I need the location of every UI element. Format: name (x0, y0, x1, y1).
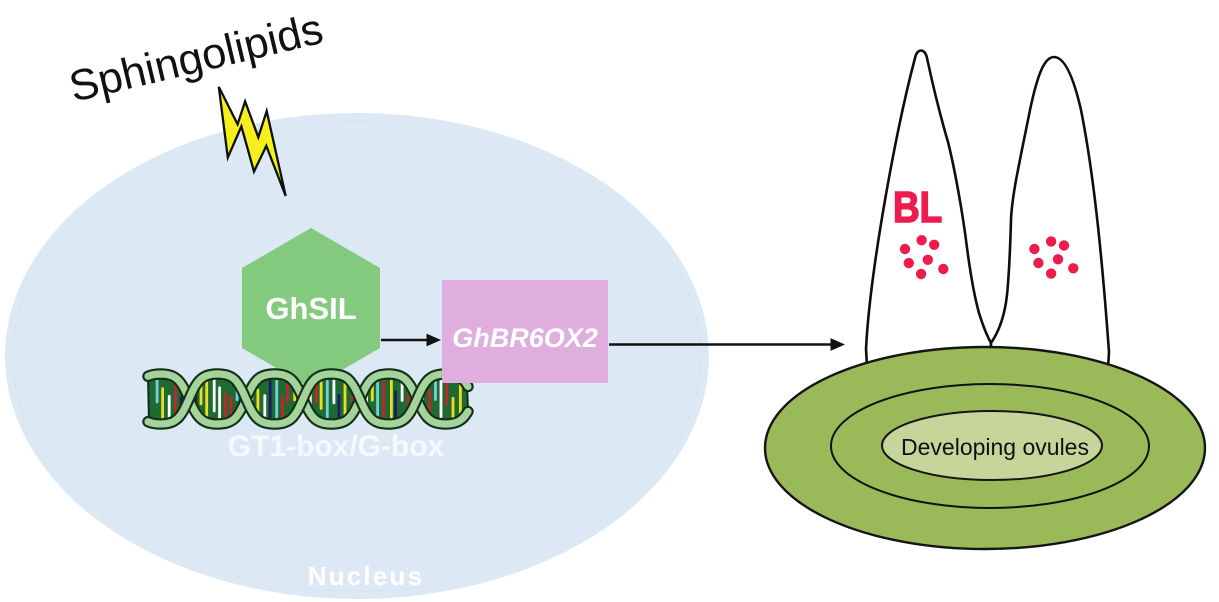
svg-text:GhBR6OX2: GhBR6OX2 (452, 323, 598, 353)
svg-text:Nucleus: Nucleus (308, 561, 425, 591)
svg-text:GhSIL: GhSIL (265, 291, 356, 326)
svg-text:BL: BL (893, 182, 942, 232)
svg-text:Developing ovules: Developing ovules (901, 434, 1089, 460)
svg-text:GT1-box/G-box: GT1-box/G-box (228, 430, 445, 463)
